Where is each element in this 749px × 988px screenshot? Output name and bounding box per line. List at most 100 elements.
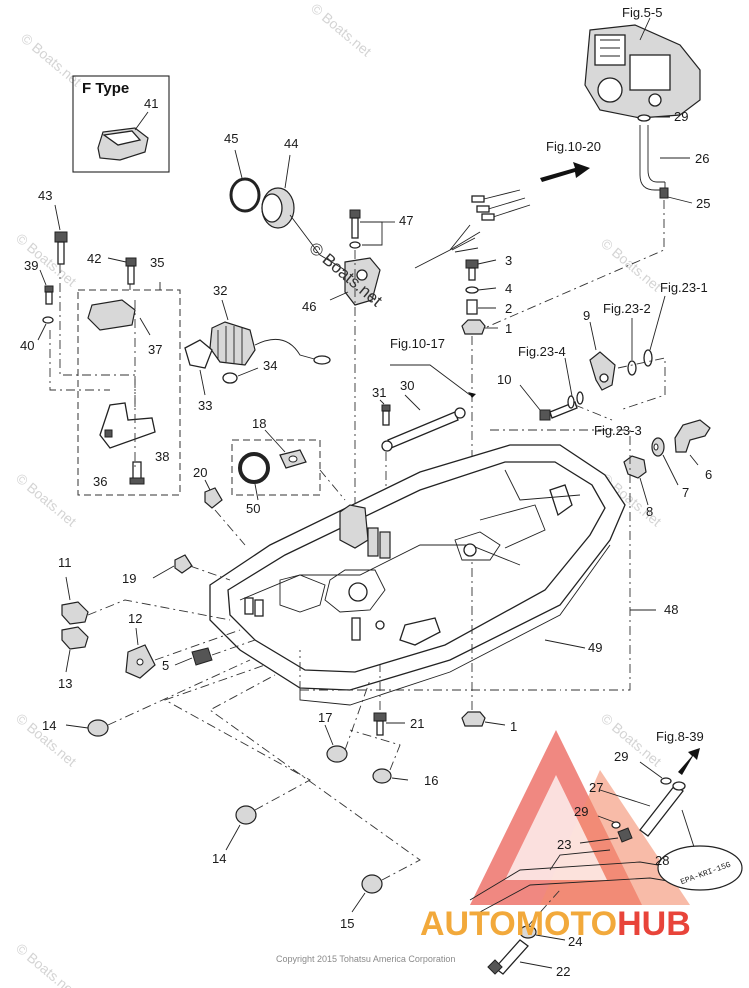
callout: 31 <box>372 385 386 400</box>
fig-ref: Fig.8-39 <box>656 729 704 744</box>
bracket-assembly-box <box>77 289 181 496</box>
fitting-23 <box>617 827 633 843</box>
callout: 39 <box>24 258 38 273</box>
plug-15 <box>361 874 383 894</box>
callout: 9 <box>583 308 590 323</box>
callout: 20 <box>193 465 207 480</box>
block-5 <box>191 647 213 666</box>
callout: 3 <box>505 253 512 268</box>
grommet-50 <box>238 452 270 484</box>
washer-fig-23-4b <box>576 391 584 405</box>
callout: 15 <box>340 916 354 931</box>
collar-8 <box>623 455 647 479</box>
callout-labels: 41 45 44 43 47 42 35 39 32 46 40 37 34 3… <box>20 96 712 979</box>
callout: 22 <box>556 964 570 979</box>
callout: 35 <box>150 255 164 270</box>
bracket-9 <box>589 351 616 391</box>
callout: 4 <box>505 281 512 296</box>
callout: 1 <box>505 321 512 336</box>
lower-cover-49 <box>209 444 626 706</box>
callout: 29 <box>674 109 688 124</box>
grommet-1-lower <box>461 711 486 727</box>
callout: 47 <box>399 213 413 228</box>
hose-27 <box>639 781 686 837</box>
oring-45 <box>229 177 261 213</box>
watermark: © Boats.net <box>18 30 85 89</box>
screw-39 <box>44 285 54 305</box>
callout: 26 <box>695 151 709 166</box>
bolt-3 <box>465 259 479 281</box>
callout: 6 <box>705 467 712 482</box>
lever-6 <box>674 419 711 453</box>
screw-31 <box>381 404 391 426</box>
arrow-icon <box>678 748 700 775</box>
washer-7 <box>651 437 665 457</box>
fig-ref: Fig.10-20 <box>546 139 601 154</box>
grommet-19 <box>174 554 193 574</box>
grommet-20 <box>204 487 223 509</box>
callout: 1 <box>510 719 517 734</box>
fig-ref: Fig.23-3 <box>594 423 642 438</box>
plate-33 <box>184 339 213 369</box>
callout: 41 <box>144 96 158 111</box>
fig-ref: Fig.5-5 <box>622 5 662 20</box>
plug-14-lower <box>235 805 257 825</box>
fig-ref: Fig.23-2 <box>603 301 651 316</box>
callout: 43 <box>38 188 52 203</box>
collar-2 <box>466 299 478 315</box>
grommet-34 <box>222 372 238 384</box>
callout: 19 <box>122 571 136 586</box>
cap-44 <box>261 187 346 271</box>
brand-moto: MOTO <box>516 905 617 943</box>
watermark: © Boats.net <box>13 470 80 529</box>
screw-42 <box>125 257 137 285</box>
callout: 46 <box>302 299 316 314</box>
clamp-13 <box>61 626 89 650</box>
bracket-41 <box>97 127 149 161</box>
rod-30 <box>381 407 466 452</box>
callout: 49 <box>588 640 602 655</box>
fig-ref: Fig.10-17 <box>390 336 445 351</box>
plug-14-upper <box>87 719 109 737</box>
watermark: © Boats.net <box>598 710 665 769</box>
bolt-21 <box>373 712 387 736</box>
callout: 7 <box>682 485 689 500</box>
callout: 16 <box>424 773 438 788</box>
clamp-11 <box>61 601 89 625</box>
callout: 28 <box>655 853 669 868</box>
brand-auto: AUTO <box>420 905 516 943</box>
grommet-1 <box>461 319 486 335</box>
callout: 17 <box>318 710 332 725</box>
callout: 5 <box>162 658 169 673</box>
callout: 29 <box>574 804 588 819</box>
fig-ref: Fig.23-4 <box>518 344 566 359</box>
callout: 40 <box>20 338 34 353</box>
fuel-hose <box>637 114 669 199</box>
callout: 13 <box>58 676 72 691</box>
ring-16 <box>372 768 392 784</box>
washer-40 <box>42 316 54 324</box>
callout: 18 <box>252 416 266 431</box>
watermark: © Boats.net <box>13 940 80 988</box>
callout: 30 <box>400 378 414 393</box>
epa-stamp: EPA-KRI-15G <box>657 845 743 891</box>
callout: 23 <box>557 837 571 852</box>
connector <box>313 355 331 365</box>
wire-connectors <box>471 189 531 221</box>
washer-fig-23-1 <box>643 349 653 367</box>
callout: 36 <box>93 474 107 489</box>
callout: 25 <box>696 196 710 211</box>
watermark: © Boats.net <box>598 235 665 294</box>
fig-ref: Fig.23-1 <box>660 280 708 295</box>
callout: 2 <box>505 301 512 316</box>
screw-38 <box>129 461 145 485</box>
clip-29-lower <box>611 821 621 829</box>
svg-text:AUTOMOTOHUB: AUTOMOTOHUB <box>420 905 691 943</box>
callout: 11 <box>58 555 72 570</box>
plug-17 <box>326 745 348 763</box>
arrow-icon <box>540 162 590 182</box>
rectifier-32 <box>209 321 256 366</box>
watermark: © Boats.net <box>308 0 375 59</box>
callout: 38 <box>155 449 169 464</box>
